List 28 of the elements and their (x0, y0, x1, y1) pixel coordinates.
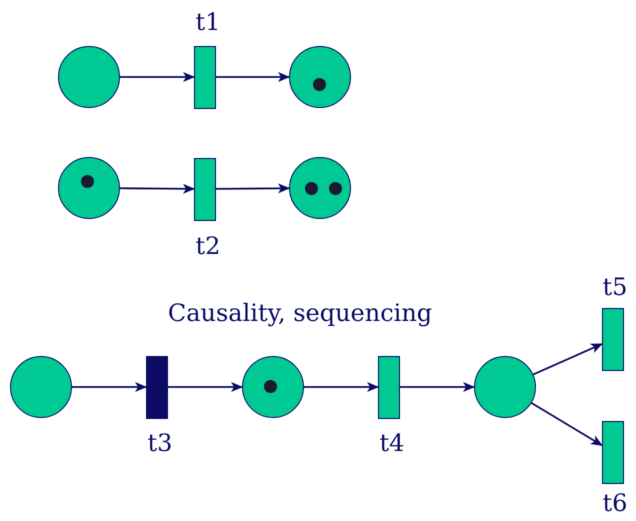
token-dot (329, 182, 342, 196)
transition-label: t4 (380, 431, 404, 455)
token-dot (305, 182, 318, 196)
transition-bar (378, 356, 400, 418)
transition-label: t3 (148, 431, 172, 455)
token-dot (81, 175, 94, 188)
caption-text: Causality, sequencing (168, 301, 432, 325)
token-dot (264, 380, 278, 394)
transition-label: t2 (196, 234, 220, 258)
fired-transition-bar (146, 356, 168, 418)
arrow (120, 184, 195, 194)
arrow (400, 382, 475, 392)
transition-label: t5 (602, 275, 628, 299)
transition-bar (194, 158, 216, 220)
token-dot (313, 78, 326, 92)
arrow (168, 382, 243, 392)
arrow (216, 72, 290, 82)
transition-bar (602, 420, 624, 484)
arrow (531, 402, 603, 446)
arrow (216, 183, 290, 194)
transition-label: t6 (602, 491, 628, 515)
arrow (532, 343, 603, 376)
transition-bar (194, 46, 216, 108)
arrow (72, 382, 147, 392)
arrow (304, 382, 379, 392)
arrow (120, 72, 195, 82)
transition-label: t1 (196, 10, 220, 34)
transition-bar (602, 308, 624, 370)
